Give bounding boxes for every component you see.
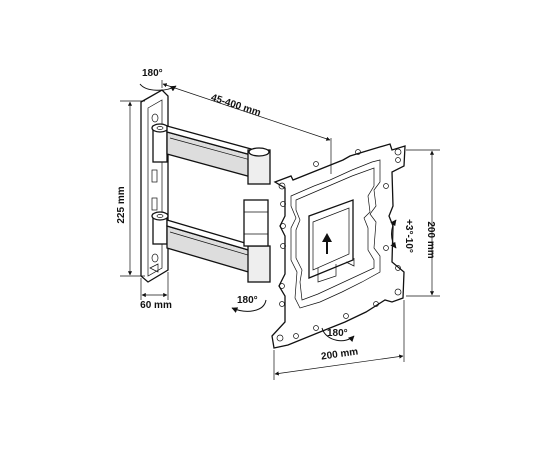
upper-arm: [166, 125, 271, 185]
rotation-plate: 180°: [321, 327, 355, 342]
dimension-wall-width: 60 mm: [140, 272, 172, 311]
curved-arrow-icon: [321, 327, 355, 342]
lower-arm: [166, 219, 271, 283]
dimension-wall-height: 225 mm: [116, 100, 145, 277]
up-arrow-icon: [322, 233, 332, 254]
wall-height-label: 225 mm: [116, 186, 127, 223]
tilt-arrow-icon: [390, 219, 397, 249]
top-rotation-label: 180°: [142, 68, 163, 79]
wall-plate: [140, 89, 169, 283]
rotation-middle: 180°: [231, 295, 267, 313]
rotation-top: 180°: [139, 68, 177, 92]
arm-extension-label: 45-400 mm: [209, 92, 262, 118]
plate-height-label: 200 mm: [425, 221, 436, 258]
dimension-plate-width: 200 mm: [273, 300, 405, 380]
plate-width-label: 200 mm: [320, 346, 359, 362]
wall-width-label: 60 mm: [140, 300, 172, 311]
tilt-indicator: +3°-10°: [390, 219, 414, 253]
tilt-label: +3°-10°: [403, 219, 414, 253]
dimension-plate-height: 200 mm: [406, 149, 440, 297]
tilt-bracket: [308, 199, 355, 283]
curved-arrow-icon: [231, 299, 267, 313]
curved-arrow-icon: [139, 83, 177, 92]
plate-rotation-label: 180°: [327, 328, 348, 339]
mid-rotation-label: 180°: [237, 295, 258, 306]
middle-hinge: [243, 199, 269, 247]
